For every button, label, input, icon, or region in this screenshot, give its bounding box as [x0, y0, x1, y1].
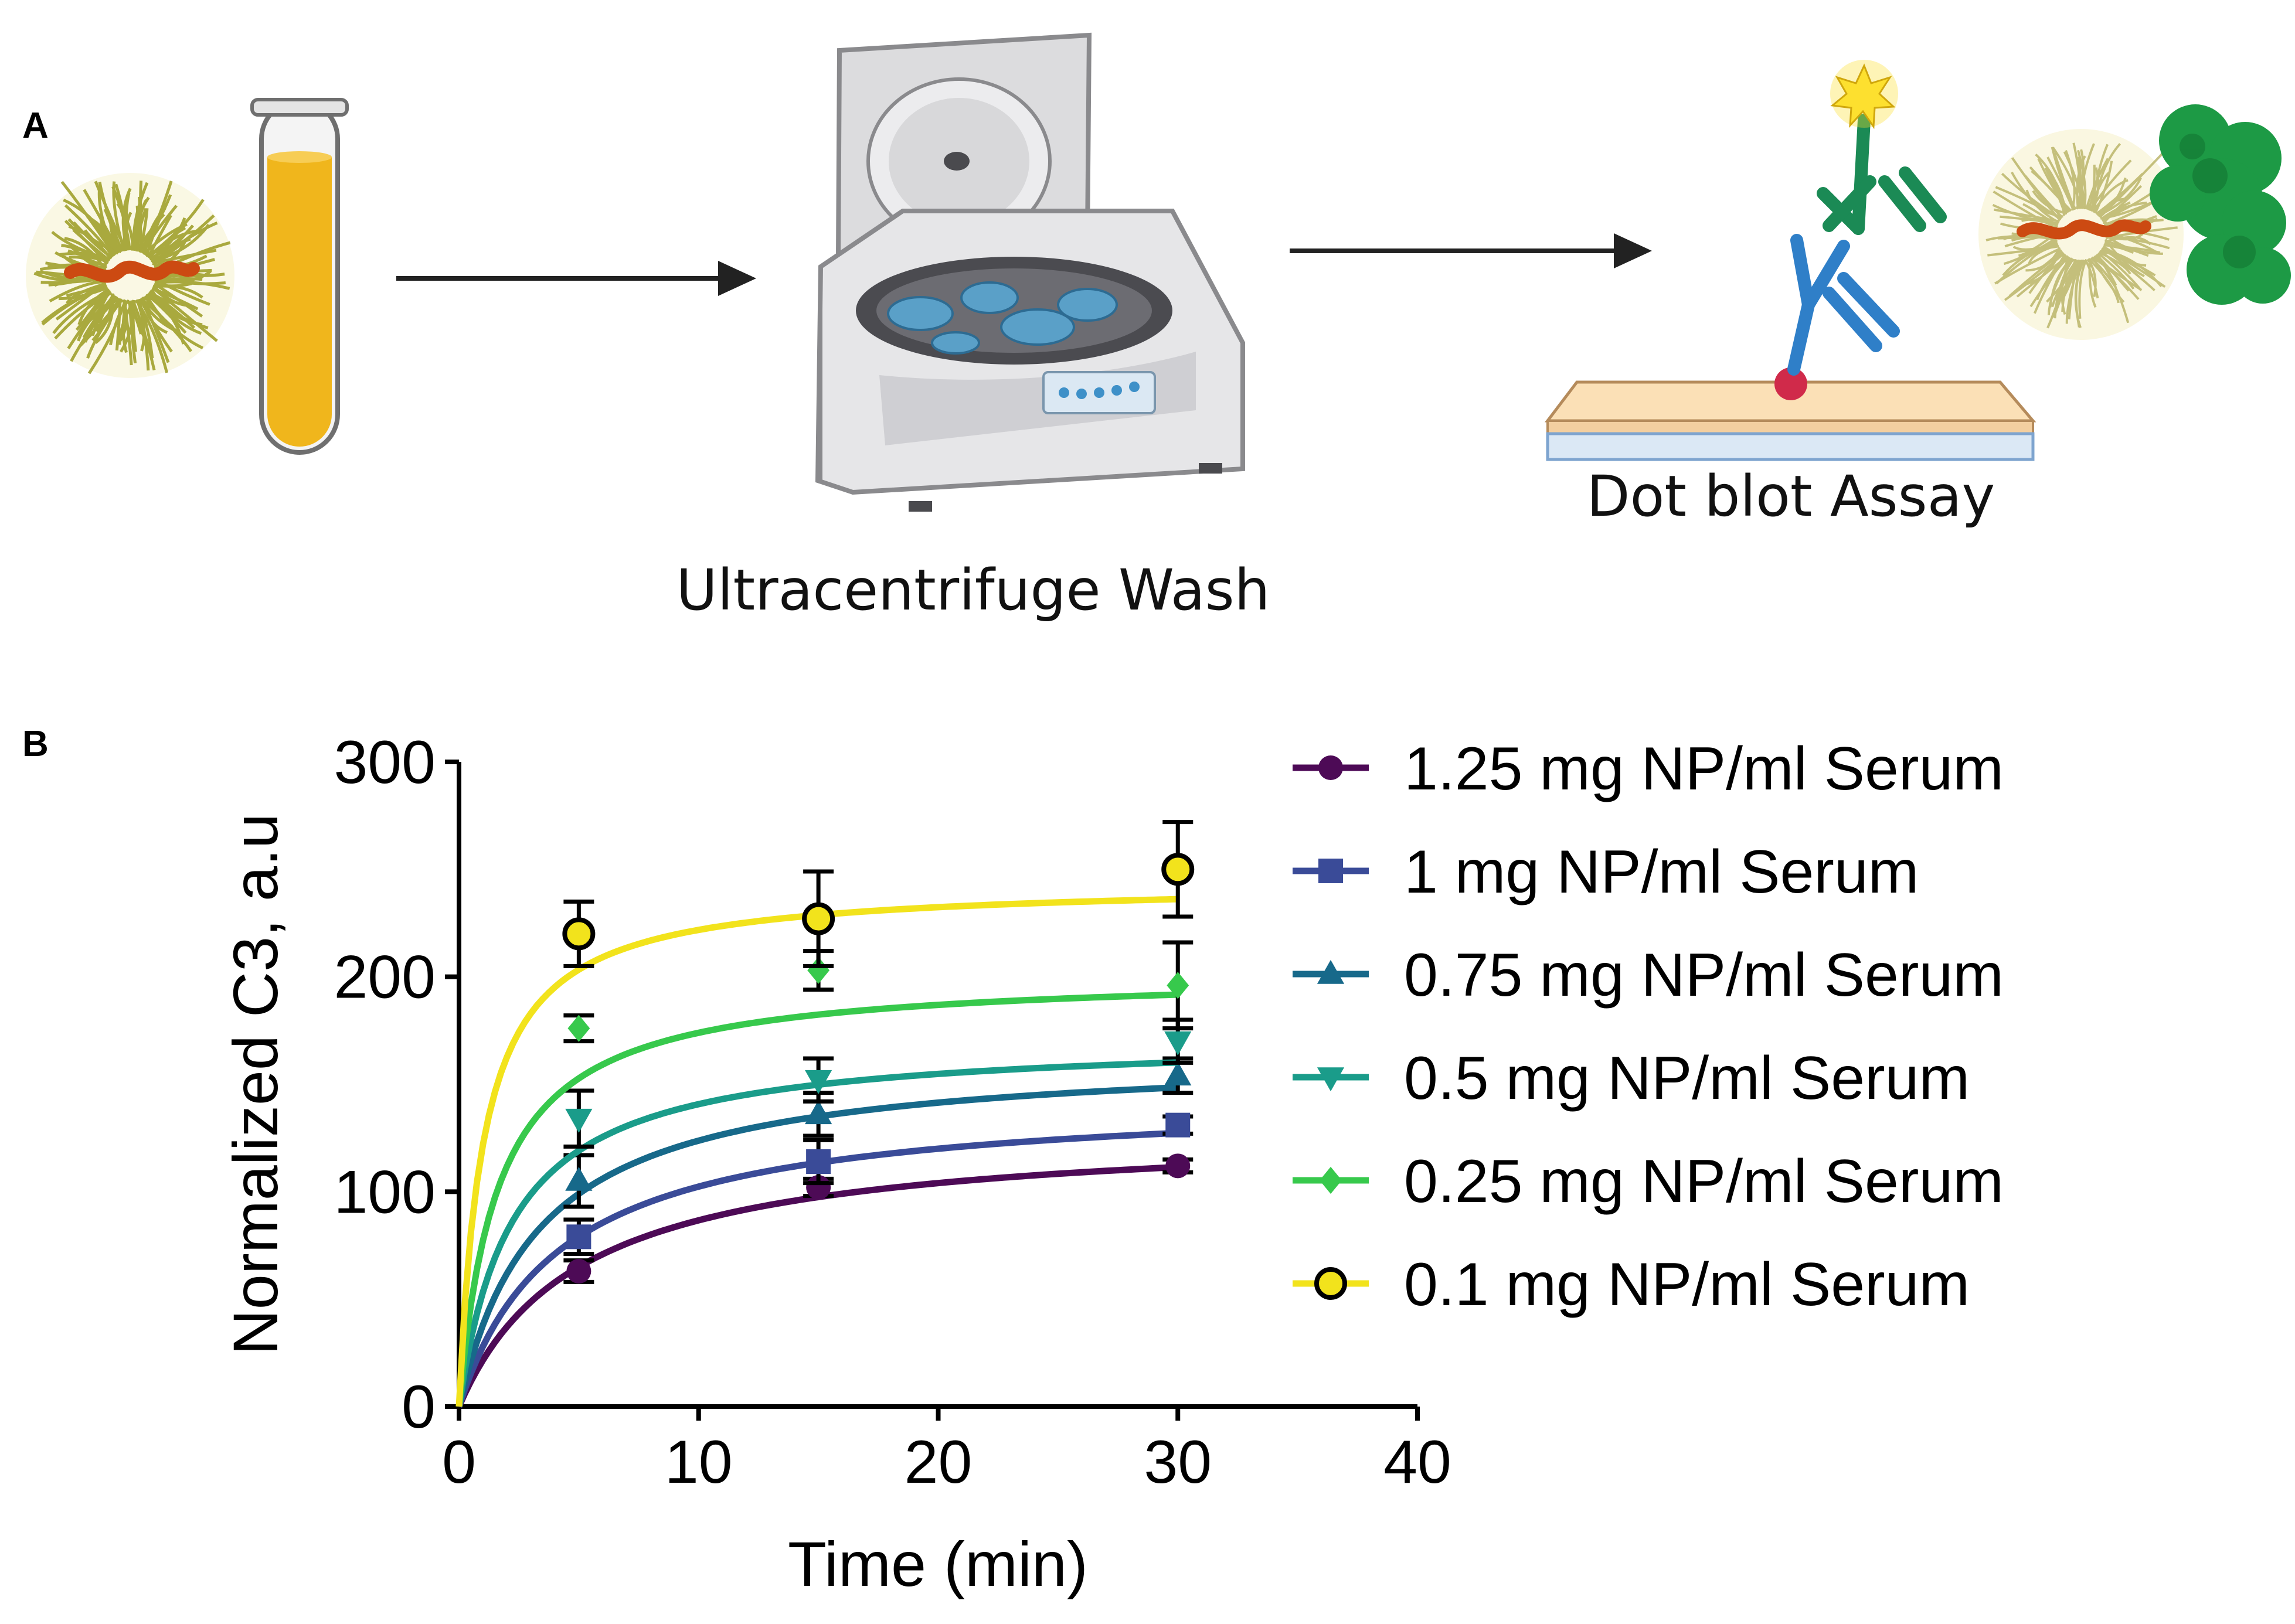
protein-bound-nanoparticle-icon [1978, 104, 2291, 340]
legend-label: 0.25 mg NP/ml Serum [1404, 1148, 2004, 1216]
step-wash-caption: Ultracentrifuge Wash [676, 557, 1270, 623]
x-tick-label: 30 [1144, 1428, 1212, 1496]
y-tick-label: 300 [334, 728, 436, 796]
data-point [566, 1224, 591, 1250]
data-point [1167, 972, 1189, 999]
y-axis-title: Normalized C3, a.u [220, 813, 291, 1355]
legend-marker [1318, 755, 1343, 780]
legend-marker [1317, 959, 1345, 984]
data-point [802, 902, 835, 935]
legend-item: 0.75 mg NP/ml Serum [1293, 941, 2004, 1009]
y-tick-label: 100 [334, 1158, 436, 1226]
series-1 [455, 1112, 1194, 1408]
legend-item: 1.25 mg NP/ml Serum [1293, 735, 2004, 803]
y-tick-label: 0 [402, 1373, 436, 1441]
data-point [566, 1259, 591, 1283]
legend-marker [1317, 1067, 1345, 1092]
x-tick-label: 10 [665, 1428, 733, 1496]
data-point [1164, 1061, 1192, 1086]
data-point [806, 1149, 831, 1174]
series-3 [455, 1017, 1194, 1407]
data-point [567, 1014, 590, 1042]
y-tick-label: 200 [334, 944, 436, 1012]
series-4 [455, 940, 1194, 1407]
data-point [1161, 853, 1195, 886]
data-point [1165, 1153, 1191, 1179]
panel-b-label: B [22, 724, 49, 764]
x-tick-label: 40 [1383, 1428, 1451, 1496]
data-point [565, 1108, 593, 1133]
data-point [1165, 1112, 1191, 1138]
series-5 [455, 820, 1195, 1407]
process-arrow-1-icon [396, 261, 756, 296]
chart-legend: 1.25 mg NP/ml Serum 1 mg NP/ml Serum 0.75 … [1293, 735, 2004, 1319]
legend-label: 0.75 mg NP/ml Serum [1404, 941, 2004, 1009]
nanoparticle-icon [26, 173, 234, 378]
legend-item: 0.5 mg NP/ml Serum [1293, 1044, 1970, 1112]
legend-label: 0.5 mg NP/ml Serum [1404, 1044, 1970, 1112]
data-point [807, 956, 830, 984]
legend-label: 0.1 mg NP/ml Serum [1404, 1251, 1970, 1319]
x-tick-label: 20 [905, 1428, 973, 1496]
data-point [565, 1166, 593, 1191]
legend-label: 1.25 mg NP/ml Serum [1404, 735, 2004, 803]
data-point [805, 1100, 832, 1125]
legend-item: 1 mg NP/ml Serum [1293, 838, 1919, 906]
serum-tube-icon [250, 98, 349, 455]
x-tick-label: 0 [442, 1428, 476, 1496]
fit-curve [455, 991, 1178, 1407]
data-point [562, 917, 596, 951]
dot-blot-icon [1544, 60, 2036, 461]
panel-a-label: A [22, 105, 49, 146]
legend-item: 0.25 mg NP/ml Serum [1293, 1148, 2004, 1216]
x-axis-title: Time (min) [788, 1528, 1088, 1599]
data-point [805, 1070, 832, 1094]
data-point [1164, 1031, 1192, 1056]
process-arrow-2-icon [1290, 233, 1652, 268]
legend-label: 1 mg NP/ml Serum [1404, 838, 1919, 906]
legend-marker [1320, 1166, 1342, 1194]
series-0 [455, 1153, 1194, 1408]
legend-marker [1318, 859, 1343, 883]
step-assay-caption: Dot blot Assay [1587, 464, 1995, 529]
legend-item: 0.1 mg NP/ml Serum [1293, 1251, 1970, 1319]
centrifuge-icon [815, 32, 1245, 512]
legend-marker [1314, 1267, 1347, 1300]
